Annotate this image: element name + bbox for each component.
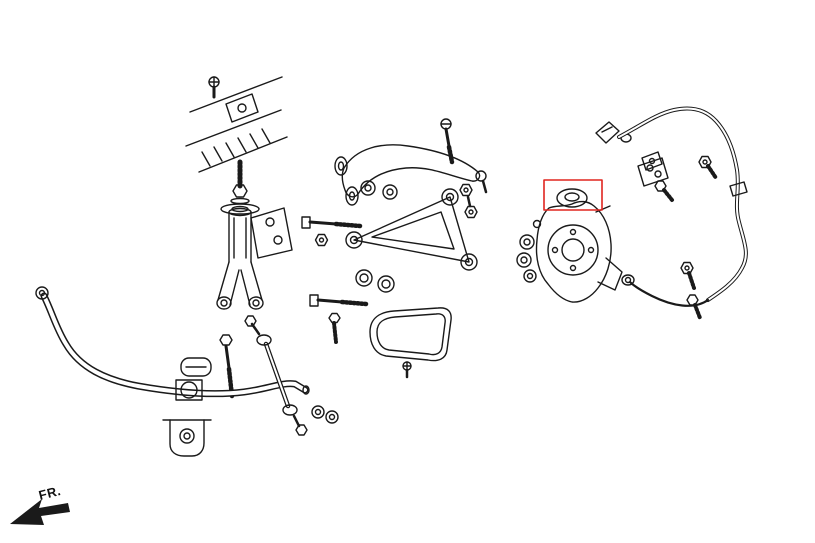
harness-bolt-2-icon <box>654 180 674 202</box>
arm-bolt-icon <box>440 118 455 165</box>
damper-fork-assembly <box>216 159 293 399</box>
upper-control-arm <box>334 144 488 206</box>
fr-label: FR. <box>37 483 62 503</box>
stabilizer-end-link <box>244 315 339 436</box>
steering-knuckle <box>516 179 623 303</box>
horizontal-bolt-icon <box>301 216 363 229</box>
abs-sensor-harness <box>595 106 748 320</box>
mounting-bolts <box>301 118 478 344</box>
frame-bracket <box>185 76 288 173</box>
guard-screw-icon <box>402 361 412 379</box>
fr-arrow-icon <box>10 499 70 525</box>
bar-clamp-bracket <box>162 419 212 457</box>
small-bolt-icon <box>328 312 341 344</box>
bracket-bolt-icon <box>208 76 220 99</box>
harness-bolt-3-icon <box>680 261 696 290</box>
horizontal-bolt-2-icon <box>309 294 369 307</box>
upper-ball-joint <box>556 188 588 208</box>
flange-nut-icon <box>459 183 478 219</box>
damper-pinch-bolt-icon <box>219 334 235 399</box>
highlight-box <box>543 179 603 211</box>
lower-control-arm <box>345 188 478 293</box>
stabilizer-bar <box>35 286 339 457</box>
fr-direction-arrow: FR. <box>10 483 70 525</box>
splash-guard <box>369 307 452 379</box>
harness-bolt-icon <box>698 155 718 180</box>
harness-bolt-4-icon <box>686 294 702 320</box>
